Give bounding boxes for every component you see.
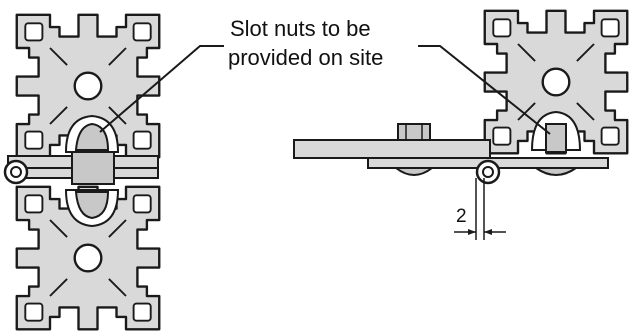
hinge-left: [3, 151, 159, 185]
leader-line-right: [418, 45, 551, 135]
hinge-knuckle-right: [475, 159, 501, 185]
gap-dimension-label: 2: [456, 206, 467, 227]
left-view: [3, 13, 161, 331]
callout-line-1: Slot nuts to be: [230, 16, 371, 41]
slot-nut-upper: [64, 114, 120, 153]
bolt-head: [393, 123, 435, 176]
right-view: 2: [293, 9, 629, 240]
slot-nut-right: [530, 110, 582, 153]
gap-dimension: 2: [454, 178, 506, 240]
callout-line-2: provided on site: [228, 45, 383, 70]
slot-nut-lower: [64, 189, 120, 228]
leader-line-left: [99, 45, 224, 133]
nut-under-profile: [532, 167, 580, 176]
callout: Slot nuts to be provided on site: [99, 16, 551, 135]
panel-plate: [293, 139, 491, 159]
